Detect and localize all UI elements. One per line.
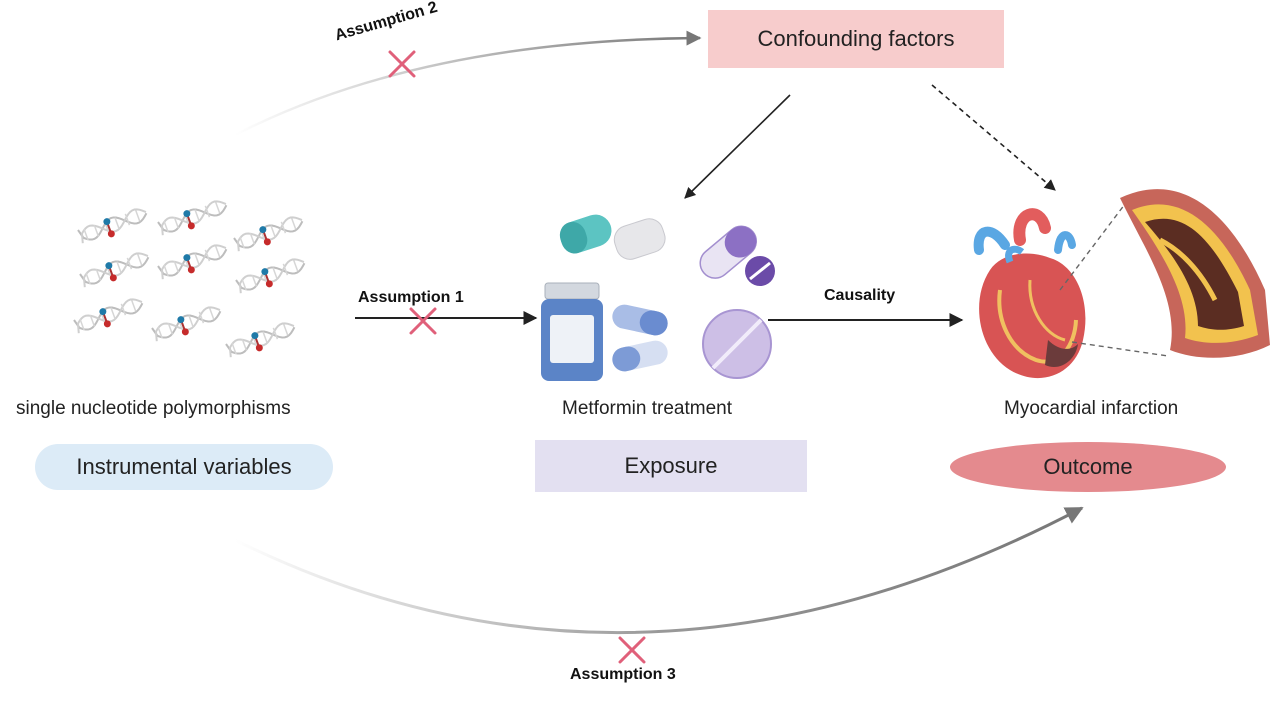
confounding-to-outcome-arrow: [931, 84, 1056, 191]
dna-helix-icon: [73, 298, 144, 334]
dna-helix-icon: [157, 200, 228, 236]
assumption-1-label: Assumption 1: [358, 289, 464, 306]
exposure-box: Exposure: [535, 440, 807, 492]
dna-helix-icon: [157, 244, 228, 280]
outcome-ellipse: Outcome: [950, 442, 1226, 492]
exposure-caption: Metformin treatment: [562, 398, 732, 419]
dna-helix-icon: [77, 208, 148, 244]
assumption-3-label: Assumption 3: [570, 666, 676, 683]
dna-helix-icon: [233, 216, 304, 252]
red-cross-icon: [618, 636, 646, 664]
dna-helix-icon: [79, 252, 150, 288]
assumption2-curve: [234, 30, 702, 137]
pills-icon: [541, 214, 775, 381]
outcome-caption: Myocardial infarction: [1004, 398, 1179, 419]
causality-label: Causality: [824, 287, 896, 304]
dna-helix-icon: [225, 322, 296, 358]
confounding-to-exposure-arrow: [684, 94, 791, 199]
artery-cross-section-icon: [1120, 189, 1270, 358]
instruments-caption: single nucleotide polymorphisms: [16, 398, 291, 419]
exposure-label: Exposure: [624, 453, 718, 478]
dna-helix-icon: [235, 258, 306, 294]
red-cross-icon: [409, 307, 437, 335]
dna-helix-icon: [73, 200, 306, 358]
dna-helix-icon: [151, 306, 222, 342]
assumption3-curve: [234, 506, 1084, 635]
heart-icon: [973, 208, 1086, 379]
red-cross-icon: [388, 50, 416, 78]
confounding-factors-box: Confounding factors: [708, 10, 1004, 68]
outcome-label: Outcome: [1043, 454, 1133, 479]
confounding-factors-label: Confounding factors: [757, 26, 955, 51]
instrumental-variables-box: Instrumental variables: [35, 444, 333, 490]
instrumental-variables-label: Instrumental variables: [76, 454, 292, 479]
